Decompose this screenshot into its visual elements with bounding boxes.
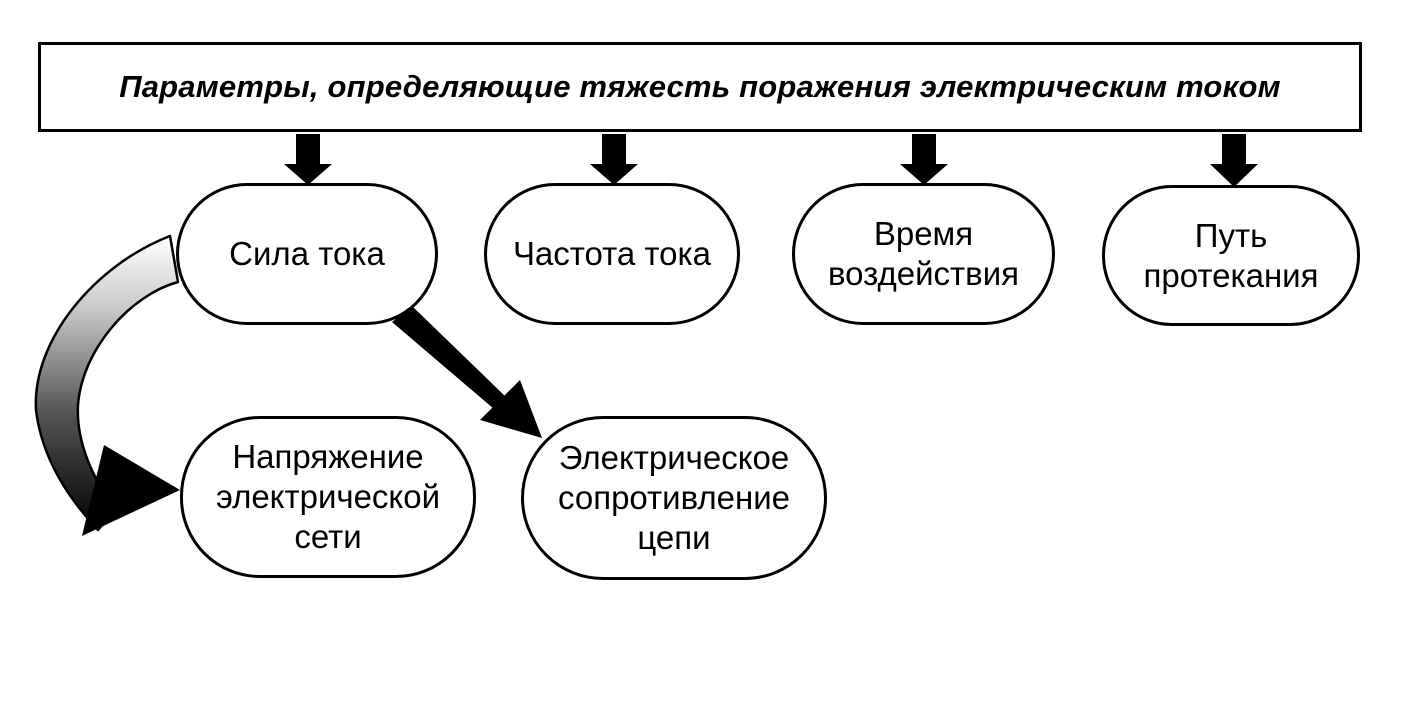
node-current-frequency: Частота тока <box>484 183 740 325</box>
diagonal-arrow-resistance <box>392 306 542 438</box>
node-current-strength: Сила тока <box>176 183 438 325</box>
node-network-voltage: Напряжение электрической сети <box>180 416 476 578</box>
node-current-frequency-label: Частота тока <box>512 235 712 272</box>
diagram-title: Параметры, определяющие тяжесть поражени… <box>119 69 1281 104</box>
node-exposure-time: Время воздействия <box>792 183 1055 325</box>
node-circuit-resistance-label: Электрическое сопротивление цепи <box>557 439 790 556</box>
node-current-path-label: Путь протекания <box>1143 216 1319 294</box>
node-current-strength-label: Сила тока <box>229 235 385 272</box>
down-arrow-frequency <box>590 134 638 185</box>
node-network-voltage-label: Напряжение электрической сети <box>215 438 441 555</box>
title-box: Параметры, определяющие тяжесть поражени… <box>38 42 1362 132</box>
node-current-path: Путь протекания <box>1102 185 1360 326</box>
node-exposure-time-label: Время воздействия <box>827 215 1020 292</box>
down-arrow-time <box>900 134 948 185</box>
down-arrow-current <box>284 134 332 185</box>
curved-arrow-voltage <box>34 234 180 536</box>
node-circuit-resistance: Электрическое сопротивление цепи <box>521 416 827 580</box>
down-arrow-path <box>1210 134 1258 187</box>
